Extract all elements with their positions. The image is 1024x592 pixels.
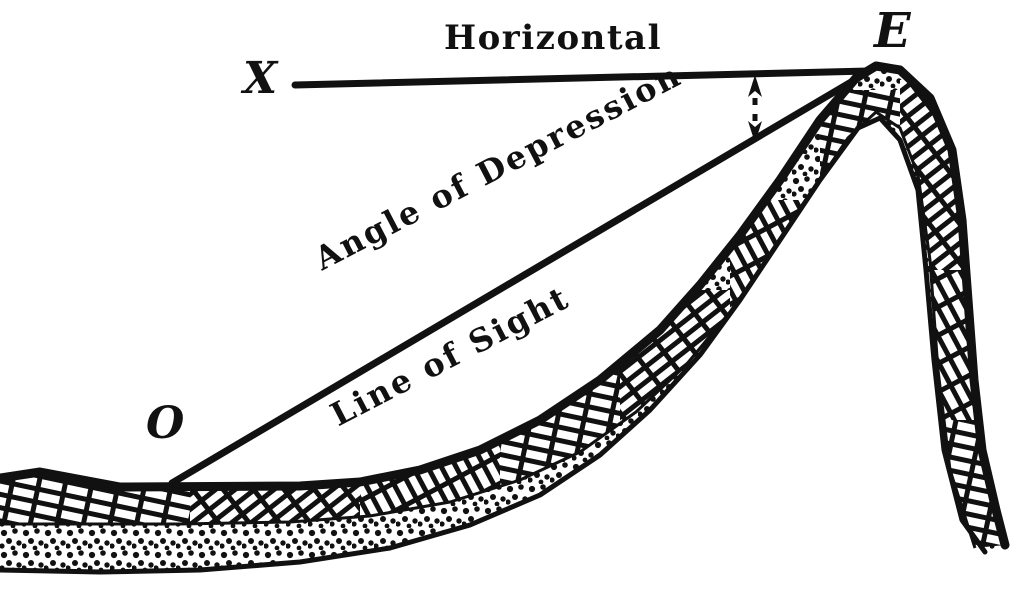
angle-arrowhead-down: [748, 121, 762, 143]
label-point-o: O: [146, 398, 185, 449]
sight-lines-group: [168, 67, 872, 487]
label-horizontal: Horizontal: [444, 18, 662, 58]
label-point-e: E: [874, 3, 911, 59]
label-point-x: X: [243, 53, 278, 104]
subsoil-lower-edge: [0, 115, 988, 575]
line-of-sight-line: [168, 68, 872, 487]
horizontal-line: [291, 67, 872, 89]
terrain-outline: [0, 61, 1010, 550]
angle-marker: [748, 75, 762, 143]
angle-arrowhead-up: [748, 75, 762, 97]
